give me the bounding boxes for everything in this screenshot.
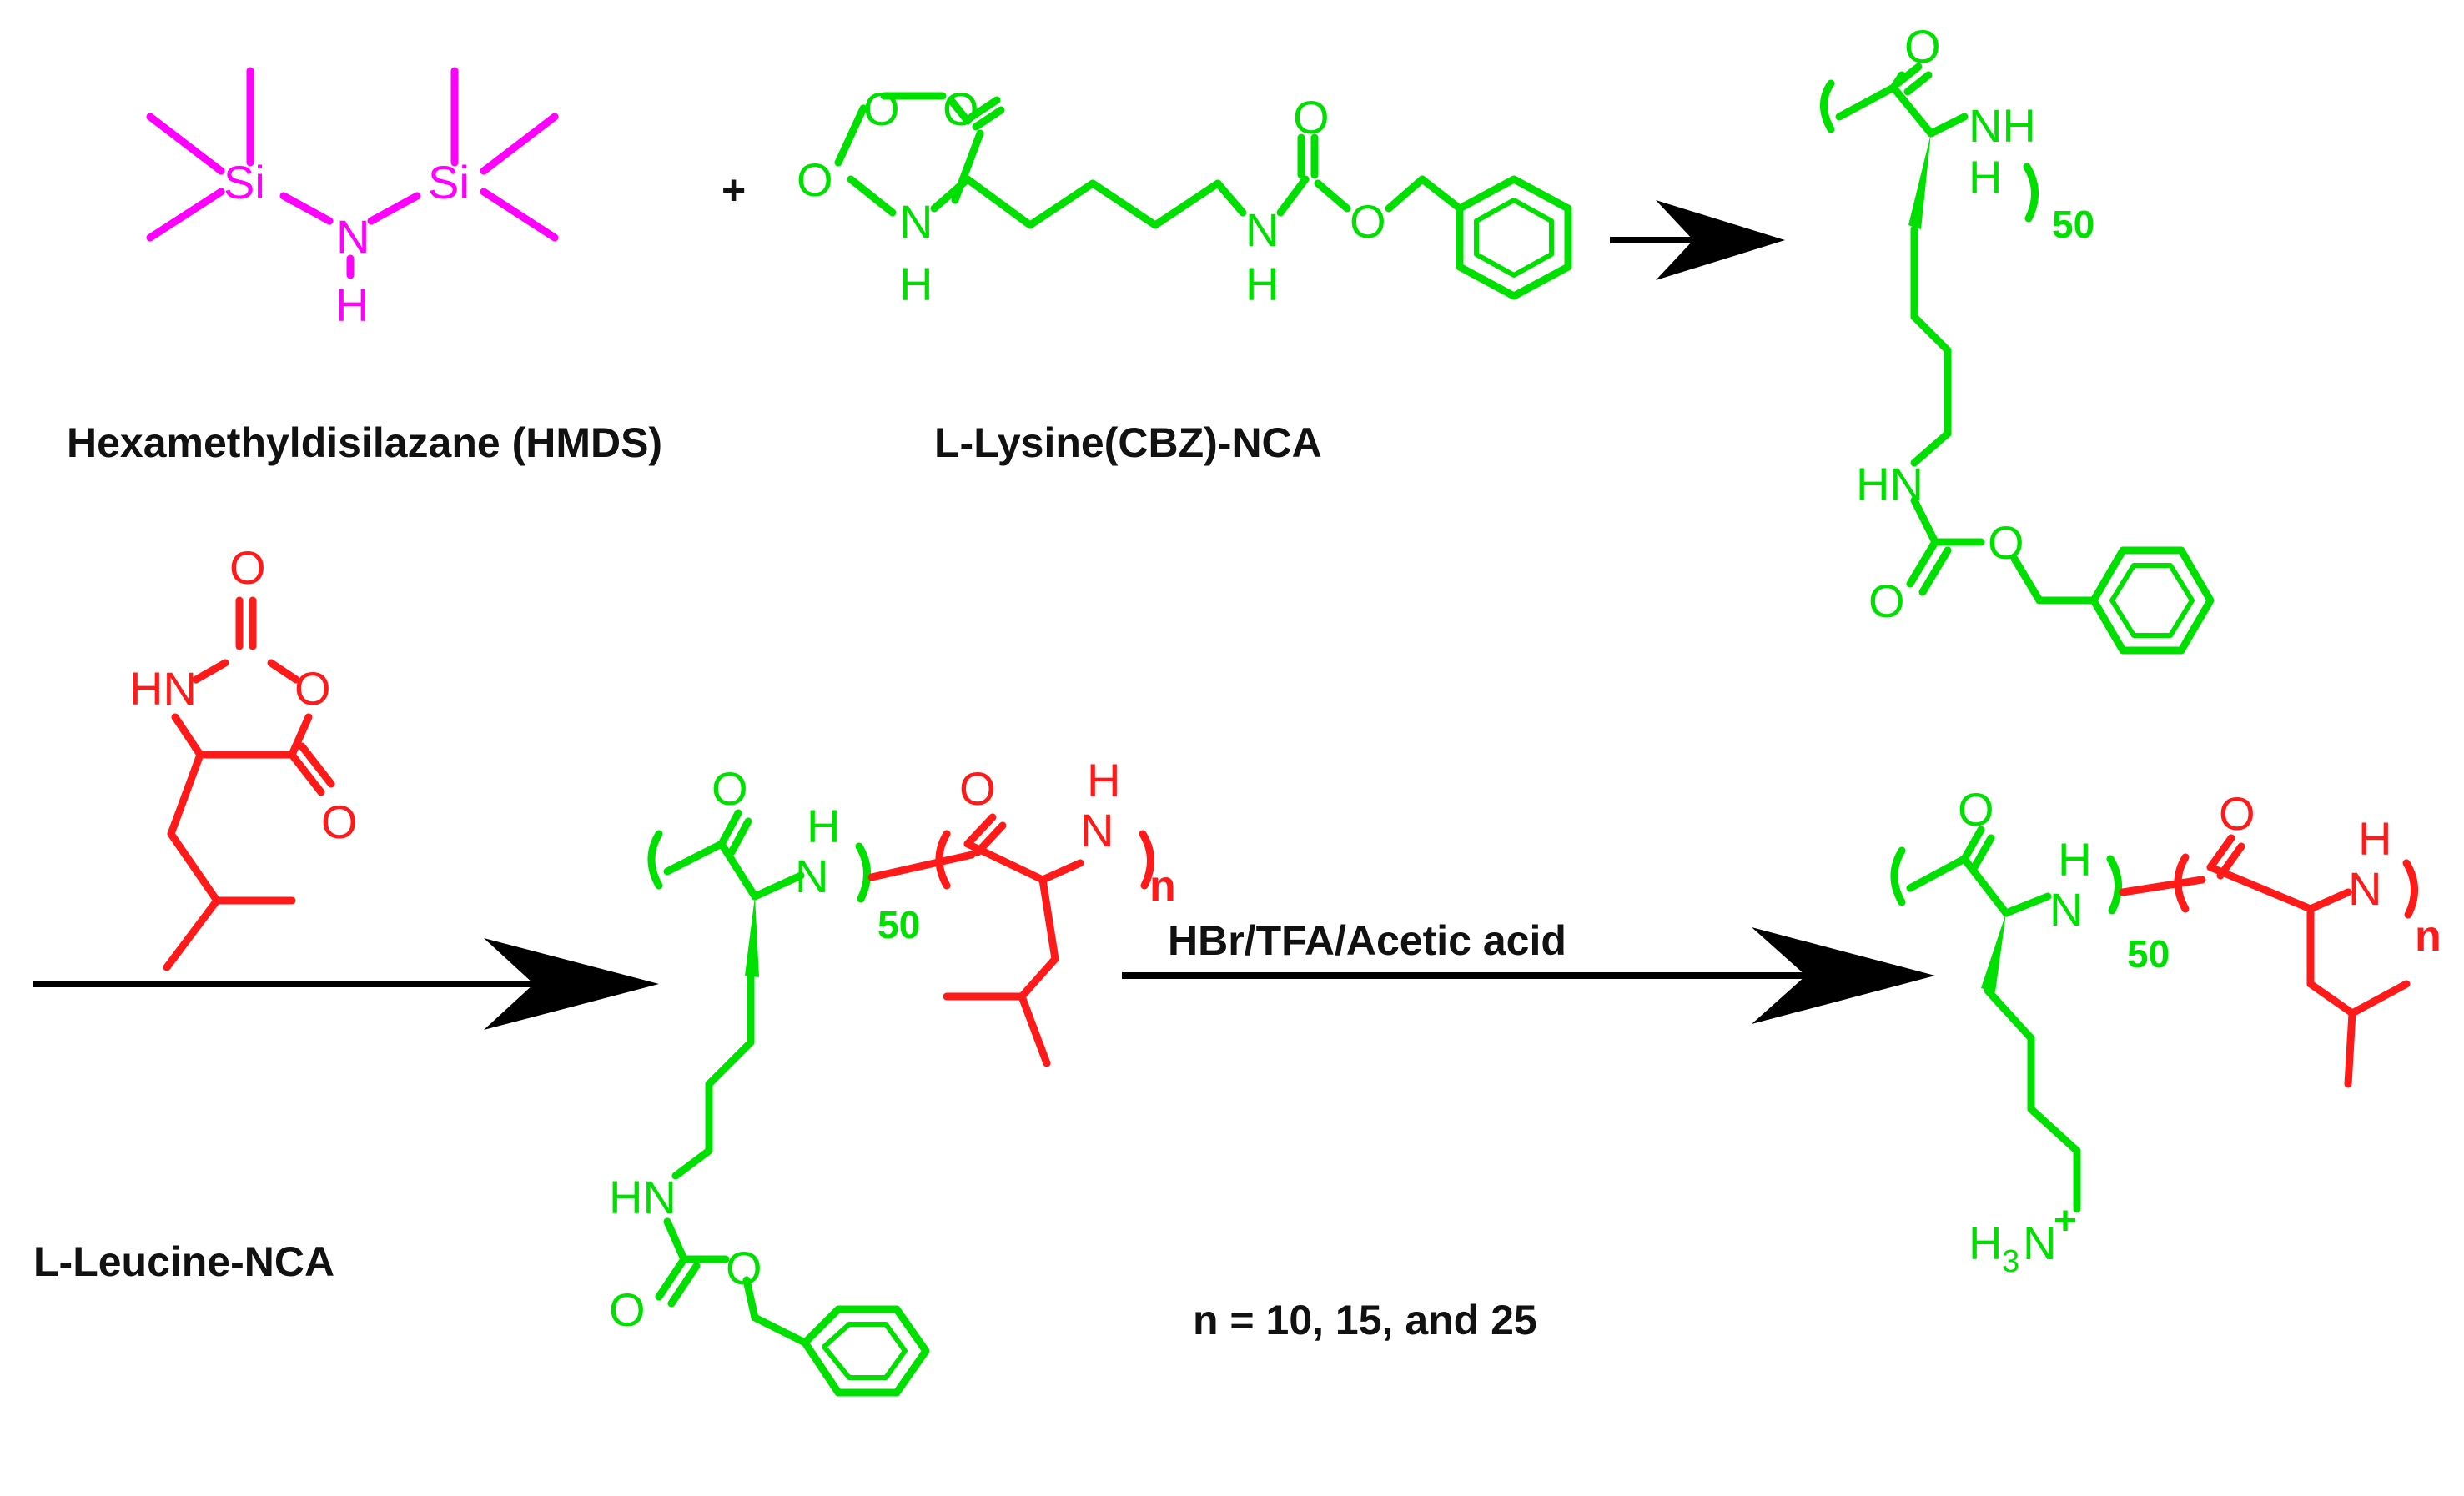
lysine-nca-label: L-Lysine(CBZ)-NCA bbox=[934, 419, 1322, 466]
ammonium-group: H 3 N + bbox=[1969, 1199, 2077, 1279]
arrow-2 bbox=[33, 938, 659, 1030]
n-lys-backbone-atom: N bbox=[2049, 883, 2083, 936]
arrow-1 bbox=[1610, 200, 1785, 280]
reagent-label: HBr/TFA/Acetic acid bbox=[1168, 917, 1566, 964]
leucine-nca-label: L-Leucine-NCA bbox=[33, 1238, 334, 1285]
lysine-nca-structure: O O O N H N H O O bbox=[797, 83, 1572, 310]
lys-degree-50-label: 50 bbox=[877, 903, 920, 946]
o-cbz-carbonyl-atom: O bbox=[1868, 575, 1905, 627]
h-lys-backbone-atom: H bbox=[807, 800, 840, 852]
o-leu-backbone-atom: O bbox=[959, 762, 996, 815]
h-side-atom: H bbox=[1245, 258, 1279, 310]
o-cbz-ester-atom: O bbox=[1350, 195, 1386, 248]
o-lys-backbone-atom: O bbox=[712, 762, 748, 815]
hmds-structure: Si N Si H bbox=[146, 67, 559, 331]
o-carbonyl-atom-1: O bbox=[229, 541, 266, 594]
hn-side-atom: HN bbox=[1856, 458, 1923, 510]
si-atom-right: Si bbox=[428, 156, 470, 208]
nh-leu-backbone-atom: N bbox=[2348, 862, 2381, 915]
nh-side-atom: N bbox=[1245, 203, 1279, 256]
o-cbz-carbonyl-atom: O bbox=[609, 1283, 646, 1336]
o-lys-backbone-atom: O bbox=[1958, 783, 1994, 836]
ammonium-charge: + bbox=[2054, 1199, 2077, 1243]
h3-subscript: 3 bbox=[2002, 1244, 2019, 1279]
o-leu-backbone-atom: O bbox=[2219, 787, 2255, 840]
o-ring-atom: O bbox=[863, 83, 900, 135]
arrow-3 bbox=[1122, 927, 1935, 1024]
nh-leu-backbone-atom: N bbox=[1080, 804, 1114, 856]
plus-sign: + bbox=[722, 167, 746, 213]
nh-backbone-atom: NH bbox=[1969, 99, 2036, 152]
degree-50-label: 50 bbox=[2052, 203, 2094, 246]
h-atom: H bbox=[335, 279, 369, 331]
o-carbonyl-atom-2: O bbox=[797, 153, 833, 206]
o-cbz-carbonyl-atom: O bbox=[1293, 91, 1330, 143]
leucine-nca-structure: O HN O O bbox=[129, 541, 358, 971]
h-ring-atom: H bbox=[899, 258, 933, 310]
n-atom: N bbox=[336, 210, 370, 263]
o-cbz-ester-atom: O bbox=[1988, 516, 2024, 569]
block-copolymer-deprotected-structure: O H N 50 H 3 N + O H N n bbox=[1890, 783, 2441, 1279]
o-ring-atom: O bbox=[294, 662, 331, 715]
o-carbonyl-atom-1: O bbox=[943, 83, 979, 135]
block-copolymer-cbz-structure: O H N 50 HN O O O H N n bbox=[609, 754, 1176, 1397]
h-lys-backbone-atom: H bbox=[2058, 833, 2091, 886]
n-lys-backbone-atom: N bbox=[795, 850, 828, 902]
h-leu-backbone-atom: H bbox=[2358, 812, 2391, 865]
n-values-label: n = 10, 15, and 25 bbox=[1193, 1297, 1537, 1343]
poly-lysine-cbz-structure: O NH H 50 HN O O bbox=[1820, 20, 2215, 655]
leu-degree-n-label: n bbox=[2415, 912, 2441, 961]
leu-degree-n-label: n bbox=[1149, 862, 1176, 911]
si-atom-left: Si bbox=[224, 156, 265, 208]
h-backbone-atom: H bbox=[1969, 151, 2002, 203]
hmds-label: Hexamethyldisilazane (HMDS) bbox=[67, 419, 662, 466]
ammonium-n-atom: N bbox=[2023, 1217, 2056, 1269]
o-cbz-ester-atom: O bbox=[726, 1242, 762, 1294]
h-leu-backbone-atom: H bbox=[1087, 754, 1120, 806]
hn-ring-atom: HN bbox=[129, 662, 197, 715]
o-backbone-atom: O bbox=[1904, 20, 1941, 73]
o-carbonyl-atom-2: O bbox=[321, 796, 358, 848]
hn-side-atom: HN bbox=[609, 1171, 676, 1223]
h3-atom: H bbox=[1969, 1217, 2002, 1269]
lys-degree-50-label: 50 bbox=[2127, 932, 2170, 976]
n-ring-atom: N bbox=[899, 195, 933, 248]
